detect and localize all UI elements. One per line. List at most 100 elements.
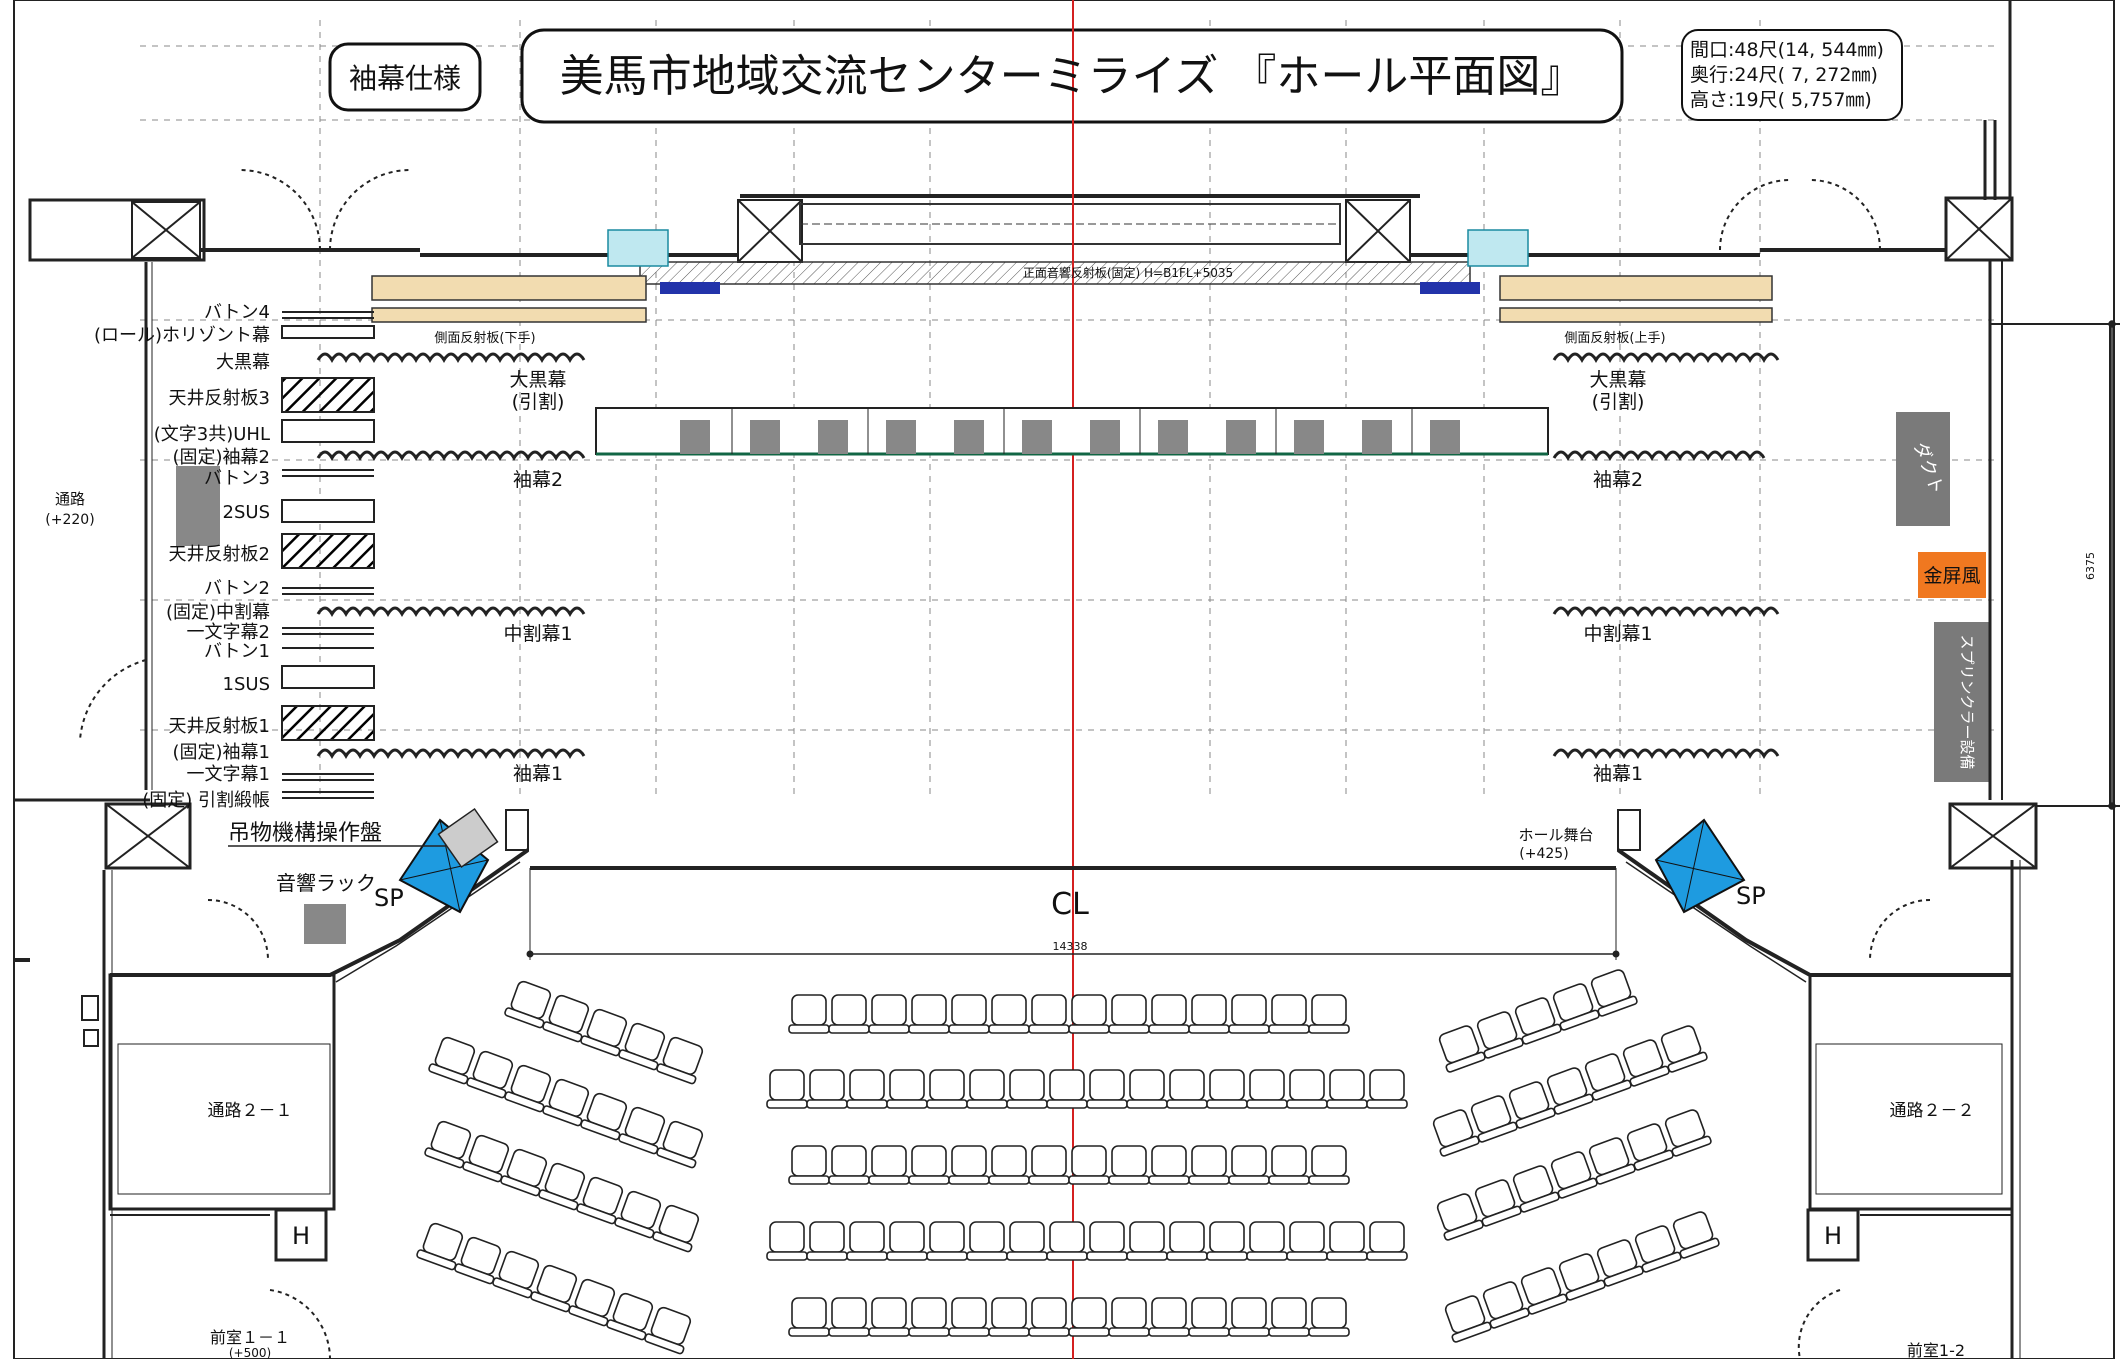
seat <box>1546 1148 1599 1200</box>
corridor-label: 通路 <box>55 490 85 508</box>
seat <box>1206 1221 1248 1261</box>
seat <box>1228 994 1270 1034</box>
seat <box>1068 1145 1110 1185</box>
stage-width-dimension: 14338 <box>1053 940 1088 953</box>
seat <box>1326 1069 1368 1109</box>
seat <box>1188 1297 1230 1337</box>
stage-depth-dimension: 6375 <box>2084 552 2097 580</box>
sp-left-label: SP <box>374 884 404 912</box>
seat <box>948 1297 990 1337</box>
seat <box>1126 1069 1168 1109</box>
anteroom-1-1-level: (+500) <box>229 1346 271 1359</box>
seat <box>1268 1297 1310 1337</box>
seat <box>1504 1078 1557 1130</box>
centerline-label: CL <box>1051 887 1089 922</box>
seat <box>926 1221 968 1261</box>
daikoku-left-label: 大黒幕 <box>509 369 566 391</box>
seat <box>651 1202 704 1254</box>
seat <box>1148 1297 1190 1337</box>
seat <box>828 1297 870 1337</box>
seat <box>1126 1221 1168 1261</box>
daikoku-right-label: 大黒幕 <box>1589 369 1646 391</box>
seat <box>1028 1145 1070 1185</box>
seat <box>1286 1221 1328 1261</box>
label-batten2: バトン2 <box>204 578 270 599</box>
seat <box>617 1104 670 1156</box>
seat <box>828 994 870 1034</box>
seat <box>1166 1069 1208 1109</box>
seat <box>1006 1221 1048 1261</box>
control-panel-box <box>437 807 499 869</box>
hall-stage-level: (+425) <box>1519 846 1568 862</box>
seat <box>908 994 950 1034</box>
seat <box>605 1290 658 1342</box>
page-title: 美馬市地域交流センターミライズ 『ホール平面図』 <box>560 51 1585 102</box>
drawing-border <box>13 0 2115 1359</box>
seat <box>423 1118 476 1170</box>
label-ichimonji1: 一文字幕1 <box>187 764 270 785</box>
label-1sus: 1SUS <box>223 674 270 695</box>
control-panel-label: 吊物機構操作盤 <box>228 821 382 846</box>
seat <box>1548 980 1601 1032</box>
seat <box>613 1188 666 1240</box>
seat <box>1440 1292 1493 1344</box>
seat <box>966 1069 1008 1109</box>
seat <box>461 1132 514 1184</box>
audio-rack-box <box>304 904 346 944</box>
seat <box>1622 1120 1675 1172</box>
seat <box>1326 1221 1368 1261</box>
seat <box>1286 1069 1328 1109</box>
label-sode2-fixed: (固定)袖幕2 <box>173 447 271 468</box>
front-acoustic-reflector <box>371 203 1773 323</box>
seat <box>1308 1145 1350 1185</box>
folding-screen-label: 金屏風 <box>1923 565 1980 587</box>
anteroom-1-1-label: 前室１－１ <box>210 1328 290 1347</box>
sprinkler-label: スプリンクラー設備 <box>1958 634 1976 769</box>
seat <box>537 1160 590 1212</box>
seat <box>788 1145 830 1185</box>
seat <box>886 1221 928 1261</box>
curtain-lines <box>316 352 1780 759</box>
seat <box>1148 1145 1190 1185</box>
seat <box>868 1297 910 1337</box>
seat <box>1434 1022 1487 1074</box>
seat <box>503 1062 556 1114</box>
anteroom-1-2-label: 前室1-2 <box>1907 1341 1965 1359</box>
seat <box>988 1297 1030 1337</box>
right-wall <box>1948 260 2120 870</box>
seat <box>868 1145 910 1185</box>
seat <box>1268 994 1310 1034</box>
rigging-left-list <box>281 311 375 799</box>
seat <box>1466 1092 1519 1144</box>
seat <box>617 1020 670 1072</box>
label-batten3: バトン3 <box>204 468 270 489</box>
seat <box>948 1145 990 1185</box>
seat <box>529 1262 582 1314</box>
seat <box>1206 1069 1248 1109</box>
hikiwari-left-label: (引割) <box>512 391 565 413</box>
hall-stage-label: ホール舞台 <box>1518 826 1593 844</box>
seat <box>948 994 990 1034</box>
seat <box>1584 1134 1637 1186</box>
nakawari1-right-label: 中割幕1 <box>1583 623 1652 645</box>
seat <box>1166 1221 1208 1261</box>
seat <box>1228 1145 1270 1185</box>
seat <box>1656 1022 1709 1074</box>
seat <box>453 1234 506 1286</box>
sp-right-label: SP <box>1736 882 1766 910</box>
label-ichimonji2: 一文字幕2 <box>187 622 270 643</box>
label-uhl: (文字3共)UHL <box>154 424 270 445</box>
dim-height: 高さ:19尺( 5,757㎜) <box>1690 89 1872 111</box>
corridor-2-1-label: 通路２－１ <box>208 1101 293 1121</box>
seat <box>415 1220 468 1272</box>
seat <box>806 1069 848 1109</box>
spec-label-box <box>328 42 482 112</box>
seat <box>1246 1221 1288 1261</box>
seat <box>655 1034 708 1086</box>
side-reflector-right-label: 側面反射板(上手) <box>1564 330 1665 346</box>
seat <box>846 1069 888 1109</box>
dim-depth: 奥行:24尺( 7, 272㎜) <box>1690 64 1878 86</box>
sprinkler-box <box>1934 622 1990 782</box>
nakawari1-left-label: 中割幕1 <box>503 623 572 645</box>
